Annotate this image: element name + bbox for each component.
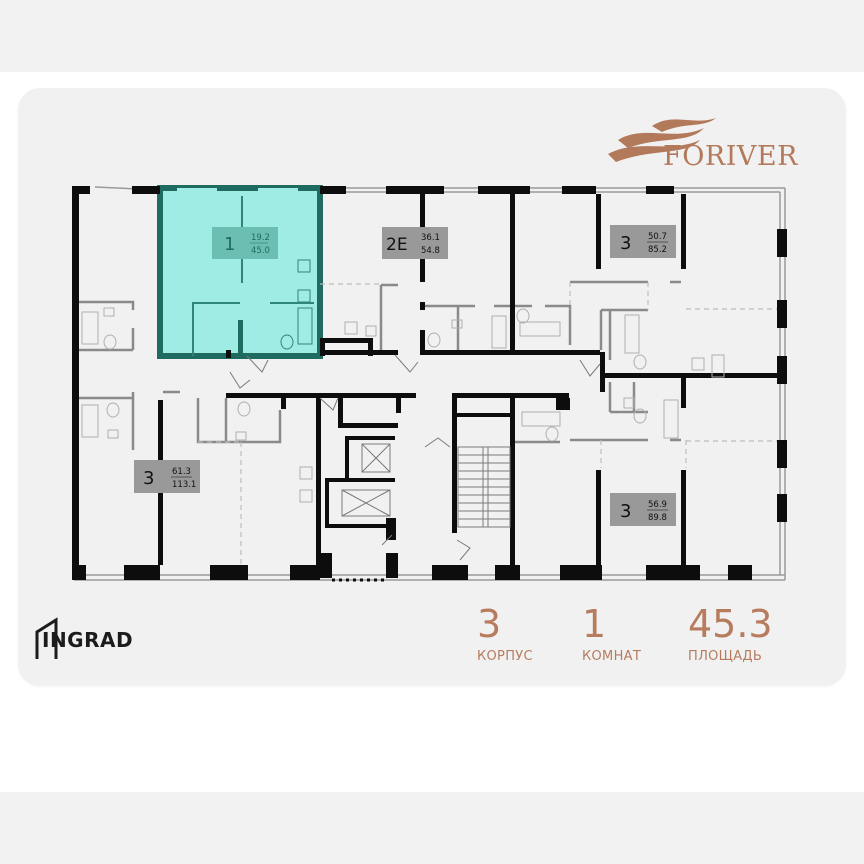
walls	[72, 186, 787, 580]
living-area: 50.7	[648, 232, 667, 242]
apartment-badge-3-left[interactable]: 3 61.3 113.1	[134, 460, 200, 493]
total-area: 113.1	[172, 480, 196, 490]
foriver-waves-icon	[608, 118, 716, 162]
building-number: 3	[477, 602, 502, 646]
partitions	[79, 280, 681, 450]
elevator-icon	[341, 443, 391, 517]
living-area: 61.3	[172, 467, 191, 477]
apartment-badge-3-bottom-right[interactable]: 3 56.9 89.8	[610, 493, 676, 526]
building-label: КОРПУС	[477, 649, 533, 664]
rooms-count: 3	[620, 501, 631, 522]
living-area: 19.2	[251, 233, 270, 243]
apartment-badge-1[interactable]: 1 19.2 45.0	[212, 227, 278, 259]
apartment-badge-2e[interactable]: 2E 36.1 54.8	[382, 227, 448, 259]
rooms-label: КОМНАТ	[582, 649, 642, 664]
bathroom-fixtures	[81, 307, 725, 503]
total-area: 54.8	[421, 246, 440, 256]
area-number: 45.3	[688, 602, 773, 646]
total-area: 45.0	[251, 246, 270, 256]
doors	[229, 354, 601, 561]
bottom-band	[0, 792, 864, 864]
stat-building: 3 КОРПУС	[477, 605, 533, 665]
developer-name: INGRAD	[42, 628, 134, 652]
staircase-icon	[457, 446, 511, 528]
brand-name: FORIVER	[663, 141, 798, 172]
ingrad-house-icon	[35, 617, 58, 659]
rooms-count: 3	[143, 468, 154, 489]
stat-area: 45.3 ПЛОЩАДЬ	[688, 605, 773, 665]
rooms-count: 2E	[386, 235, 408, 255]
total-area: 85.2	[648, 245, 667, 255]
rooms-count: 1	[224, 234, 235, 255]
living-area: 36.1	[421, 233, 440, 243]
apartment-1-highlight[interactable]	[157, 185, 323, 359]
rooms-count: 3	[620, 233, 631, 254]
area-label: ПЛОЩАДЬ	[688, 649, 763, 664]
total-area: 89.8	[648, 513, 667, 523]
living-area: 56.9	[648, 500, 667, 510]
zone-dividers	[198, 282, 777, 565]
top-band	[0, 0, 864, 72]
apartment-badge-3-top-right[interactable]: 3 50.7 85.2	[610, 225, 676, 258]
stat-rooms: 1 КОМНАТ	[582, 605, 641, 665]
rooms-number: 1	[582, 602, 607, 646]
